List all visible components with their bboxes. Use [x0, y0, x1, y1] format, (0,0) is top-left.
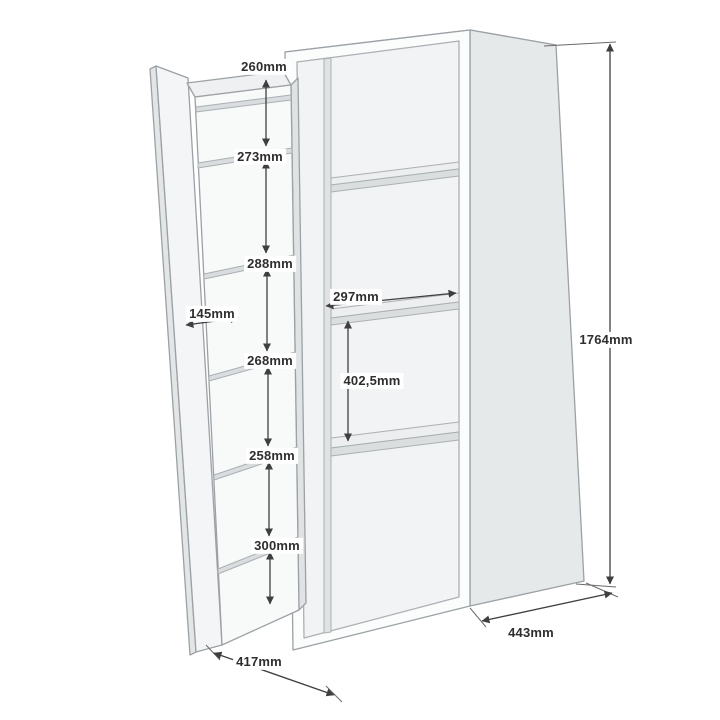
dim-label-pullout-gap-5: 258mm [246, 447, 298, 465]
dim-line-overall-depth [481, 590, 613, 624]
dim-label-pullout-gap-3: 288mm [244, 255, 296, 273]
dim-label-interior-width: 297mm [330, 288, 382, 306]
dim-label-overall-width: 417mm [233, 653, 285, 671]
cabinet-opening [296, 40, 460, 639]
interior-shelf-3 [330, 421, 460, 457]
dim-label-pullout-gap-4: 268mm [244, 352, 296, 370]
cabinet-right-side-panel [469, 29, 585, 607]
dim-label-pullout-gap-6: 300mm [251, 537, 303, 555]
dim-label-overall-height: 1764mm [576, 331, 636, 349]
dim-label-pullout-gap-1: 260mm [238, 58, 290, 76]
interior-shelf-1 [330, 161, 460, 193]
dim-label-interior-shelf-gap: 402,5mm [340, 372, 404, 390]
cabinet-body [284, 29, 585, 651]
dim-label-overall-depth: 443mm [505, 624, 557, 642]
interior-partition [323, 57, 332, 634]
dim-label-pullout-gap-2: 273mm [234, 148, 286, 166]
dim-label-pullout-unit-depth: 145mm [186, 305, 238, 323]
